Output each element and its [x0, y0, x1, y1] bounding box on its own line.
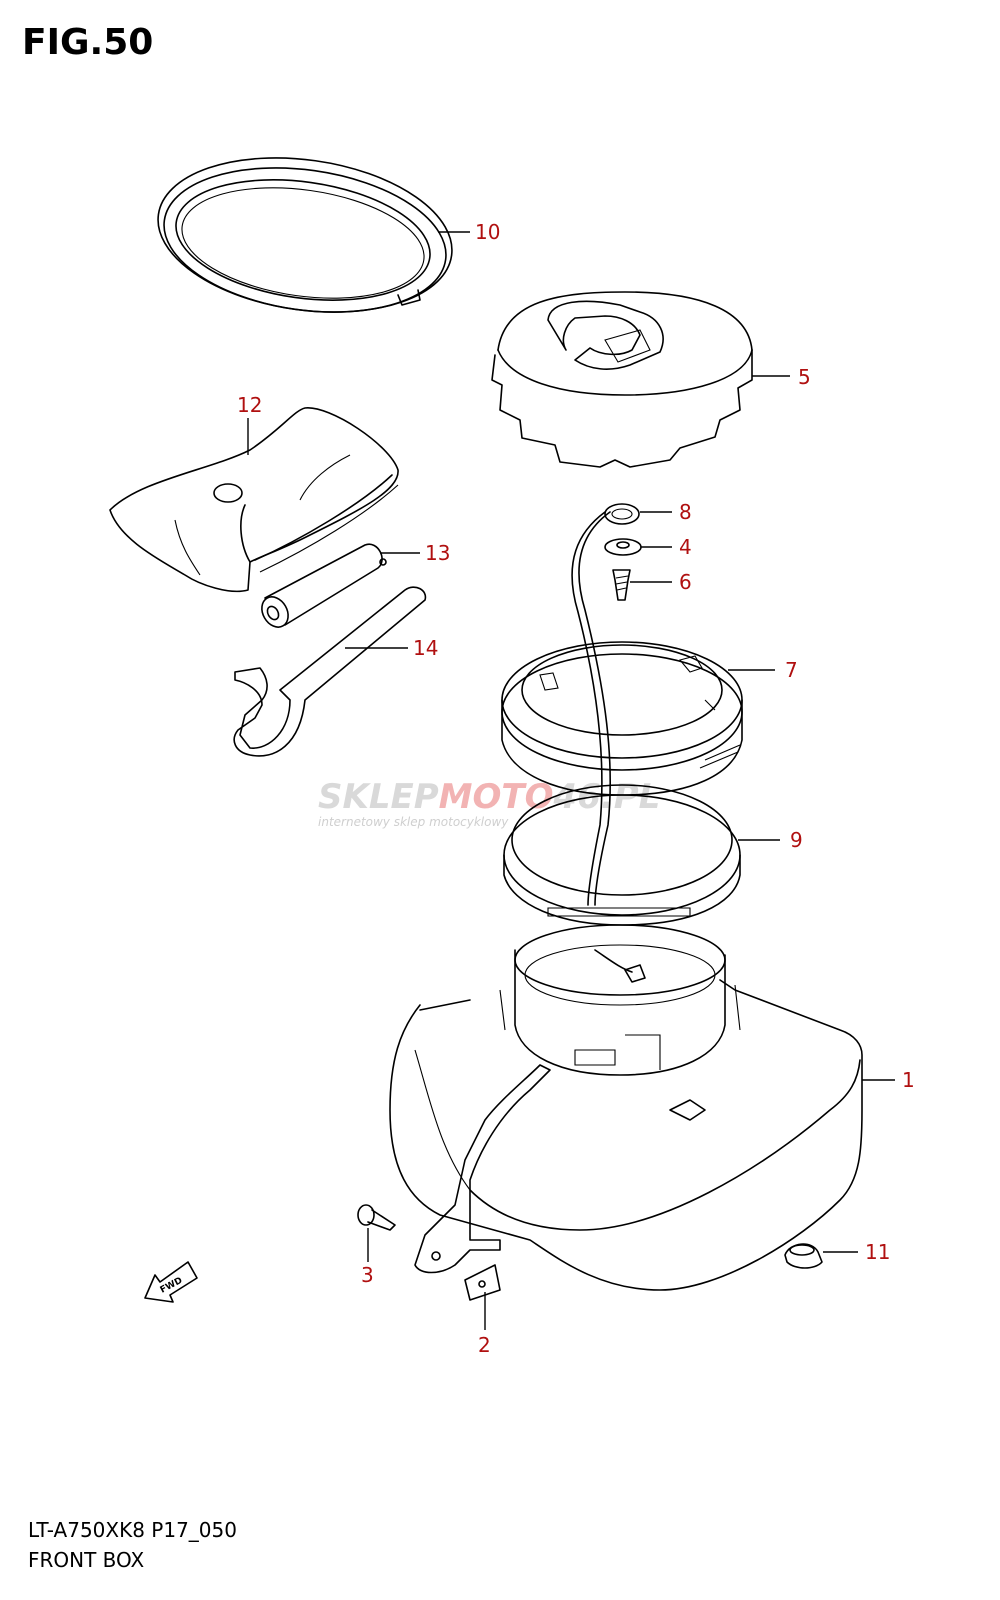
callout-2: 2	[478, 1333, 491, 1357]
part-6-screw	[612, 569, 631, 601]
callout-5: 5	[798, 365, 811, 389]
callout-7: 7	[785, 658, 798, 682]
callout-4: 4	[679, 535, 692, 559]
part-11-grommet	[784, 1243, 823, 1269]
watermark-tagline: internetowy sklep motocyklowy	[318, 815, 509, 829]
part-14-spanner	[233, 586, 427, 757]
callout-labels: 10 5 12 13 14 8 4 6 7 9 1 11 3 2	[237, 220, 915, 1357]
part-8-oring	[604, 503, 640, 525]
part-1-front-box	[389, 924, 863, 1291]
footer-section-name: FRONT BOX	[28, 1548, 145, 1572]
fwd-arrow-icon: FWD	[144, 1261, 198, 1303]
callout-13: 13	[425, 541, 450, 565]
watermark-brand-red: MOTO	[439, 777, 554, 817]
part-10-seal-ring	[157, 157, 453, 313]
part-7-locking-ring	[501, 641, 743, 796]
part-4-washer	[604, 538, 642, 556]
figure-title: FIG.50	[22, 22, 154, 63]
retaining-cord	[571, 511, 633, 973]
callout-14: 14	[413, 636, 438, 660]
callout-3: 3	[361, 1263, 374, 1287]
leader-lines	[247, 231, 895, 1330]
callout-6: 6	[679, 570, 692, 594]
part-2-clip	[464, 1264, 501, 1301]
part-13-tool-cylinder	[261, 543, 387, 628]
part-12-tool-pouch	[109, 407, 399, 593]
callout-9: 9	[790, 828, 803, 852]
callout-1: 1	[902, 1068, 915, 1092]
part-5-cap	[491, 291, 753, 468]
callout-12: 12	[237, 393, 262, 417]
callout-8: 8	[679, 500, 692, 524]
callout-11: 11	[865, 1240, 890, 1264]
callout-10: 10	[475, 220, 500, 244]
part-3-bolt	[357, 1204, 396, 1231]
footer-model-code: LT-A750XK8 P17_050	[28, 1518, 237, 1542]
watermark-brand-grey: SKLEP	[318, 777, 439, 817]
